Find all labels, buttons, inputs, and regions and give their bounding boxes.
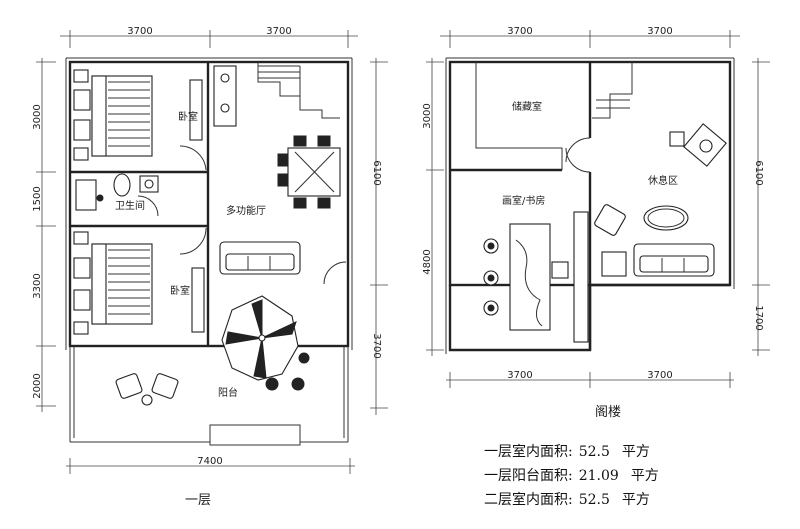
floor1-staircase bbox=[257, 62, 340, 119]
floor1-stove-icon bbox=[220, 103, 230, 113]
floor1-room-living: 多功能厅 bbox=[226, 204, 266, 217]
floor1-door-swing-bottom bbox=[179, 227, 207, 255]
floor1-dim-left-1: 3000 bbox=[32, 104, 43, 129]
floor2-armchair bbox=[594, 204, 626, 236]
floor1-balcony-chairs bbox=[115, 373, 179, 406]
floor2-desk-chair bbox=[551, 261, 569, 279]
floor1-door-swing-bath bbox=[137, 195, 159, 217]
stat-label: 一层阳台面积: bbox=[484, 468, 573, 484]
floor1-wardrobe-bottom bbox=[191, 267, 205, 333]
floor2-room-lounge: 休息区 bbox=[648, 174, 678, 187]
floor2-door-swing-study bbox=[565, 147, 591, 173]
stat-row-1: 一层室内面积: 52.5 平方 bbox=[484, 443, 650, 460]
floor2-dim-left-2: 4800 bbox=[422, 249, 433, 274]
floor2-caption: 阁楼 bbox=[595, 405, 621, 420]
floor1-walls bbox=[65, 57, 353, 446]
stat-unit: 平方 bbox=[631, 468, 659, 484]
floor1-door-swing-top bbox=[179, 145, 207, 171]
floor1-bathroom-fixtures bbox=[75, 173, 159, 211]
stat-unit: 平方 bbox=[622, 492, 650, 508]
floor2-room-study: 画室/书房 bbox=[502, 194, 545, 207]
floor2-dim-top-left: 3700 bbox=[507, 26, 532, 37]
floor1-dim-top-right: 3700 bbox=[266, 26, 291, 37]
stat-value: 52.5 bbox=[579, 492, 610, 508]
floor1-dimension-lines bbox=[36, 30, 388, 474]
floor1-dining-table bbox=[277, 135, 341, 209]
stat-value: 52.5 bbox=[579, 444, 610, 460]
floor2-door-swing-storage bbox=[565, 137, 591, 163]
floor1-room-balcony: 阳台 bbox=[218, 386, 238, 399]
floor1-bed-top bbox=[73, 69, 153, 161]
floor2-staircase bbox=[592, 62, 633, 119]
floor1-dim-right-1: 6100 bbox=[371, 160, 382, 185]
floor2-sofa bbox=[633, 243, 715, 277]
floor1-room-bedroom-bottom: 卧室 bbox=[170, 284, 190, 297]
floor2-dimension-lines bbox=[426, 30, 770, 388]
floor1-stool-1 bbox=[265, 377, 279, 391]
floor2-plan: 3700 3700 3000 4800 6100 1700 3700 3700 … bbox=[422, 26, 770, 420]
floor2-easel-stools bbox=[483, 238, 499, 316]
floor2-bookshelf bbox=[573, 211, 589, 343]
floor2-room-storage: 储藏室 bbox=[512, 100, 542, 113]
floor1-sofa bbox=[219, 241, 301, 275]
floor1-umbrella bbox=[221, 295, 299, 381]
floor2-dim-left-1: 3000 bbox=[422, 103, 433, 128]
floor1-caption: 一层 bbox=[185, 493, 211, 508]
stat-label: 二层室内面积: bbox=[484, 491, 573, 508]
floor1-room-bathroom: 卫生间 bbox=[115, 199, 145, 212]
stat-row-3: 二层室内面积: 52.5 平方 bbox=[484, 491, 650, 508]
floor1-dim-left-4: 2000 bbox=[32, 373, 43, 398]
floor1-stool-2 bbox=[291, 377, 305, 391]
floor1-door-swing-living bbox=[323, 261, 347, 285]
stat-unit: 平方 bbox=[622, 444, 650, 460]
floor1-dim-right-2: 3700 bbox=[371, 333, 382, 358]
floor1-dim-bottom: 7400 bbox=[197, 456, 222, 467]
floor1-stool-3 bbox=[298, 352, 310, 364]
stat-label: 一层室内面积: bbox=[484, 443, 573, 460]
floor1-dim-left-3: 3300 bbox=[32, 273, 43, 298]
stat-value: 21.09 bbox=[579, 468, 619, 484]
floor2-lounge-chair bbox=[669, 123, 727, 167]
floor1-kitchen-counter bbox=[213, 65, 237, 127]
floor1-dim-left-2: 1500 bbox=[32, 186, 43, 211]
floor2-dim-right-2: 1700 bbox=[753, 305, 764, 330]
floor2-walls bbox=[445, 57, 735, 354]
floor1-room-bedroom-top: 卧室 bbox=[178, 110, 198, 123]
floor1-bed-bottom bbox=[73, 231, 153, 335]
stat-row-2: 一层阳台面积: 21.09 平方 bbox=[484, 468, 659, 484]
floor2-coffee-table bbox=[643, 205, 689, 231]
floor2-dim-top-right: 3700 bbox=[647, 26, 672, 37]
floor2-dim-right-1: 6100 bbox=[753, 160, 764, 185]
floor2-dim-bottom-left: 3700 bbox=[507, 370, 532, 381]
floor1-wardrobe-top bbox=[189, 79, 203, 141]
floor2-side-table bbox=[601, 251, 627, 277]
floor1-dim-top-left: 3700 bbox=[127, 26, 152, 37]
floor1-plan: 3700 3700 3000 1500 3300 2000 6100 3700 … bbox=[32, 26, 388, 508]
floor2-dim-bottom-right: 3700 bbox=[647, 370, 672, 381]
floor2-desk bbox=[509, 223, 551, 331]
floor1-sink-icon bbox=[220, 73, 230, 83]
